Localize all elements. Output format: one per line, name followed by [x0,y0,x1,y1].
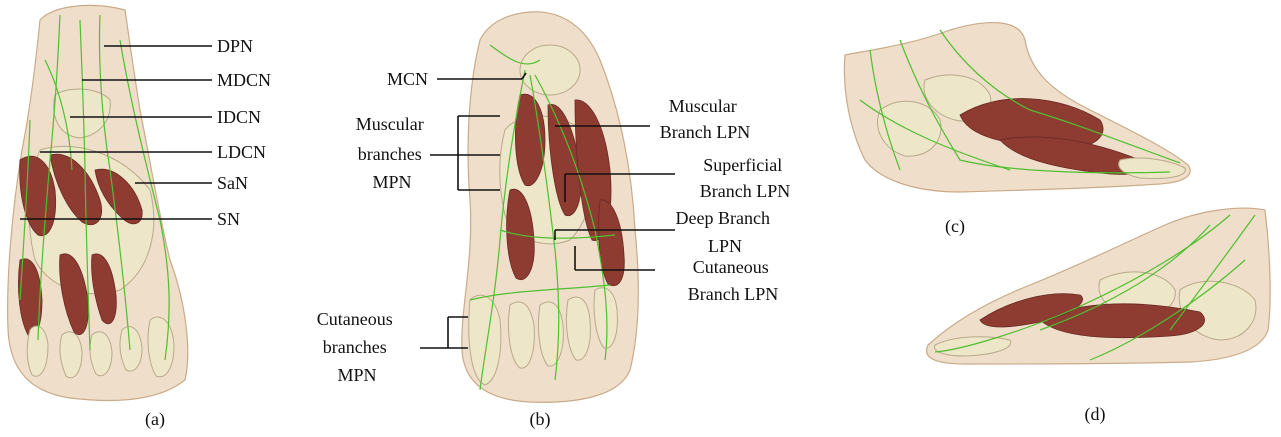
label-ldcn: LDCN [217,142,266,162]
label-sn: SN [217,209,240,229]
foot-illustration-c [844,23,1190,192]
caption-a: (a) [145,409,165,430]
foot-illustration-a [8,5,188,400]
label-idcn: IDCN [217,107,261,127]
panel-d: (d) [927,208,1271,425]
label-muscular-branches-mpn: Muscular branches MPN [356,114,428,192]
label-dpn: DPN [217,36,253,56]
foot-illustration-d [927,208,1271,364]
label-mcn: MCN [387,69,428,89]
caption-b: (b) [530,409,551,430]
caption-c: (c) [945,216,965,237]
label-cutaneous-branches-mpn: Cutaneous branches MPN [317,309,398,385]
panel-a: DPN MDCN IDCN LDCN SaN SN (a) [8,5,271,430]
label-san: SaN [217,173,248,193]
label-cutaneous-branch-lpn: Cutaneous Branch LPN [688,257,778,304]
label-mdcn: MDCN [217,70,271,90]
label-deep-branch-lpn: Deep Branch LPN [676,208,775,256]
panel-c: (c) [844,23,1190,237]
caption-d: (d) [1085,404,1106,425]
label-superficial-branch-lpn: Superficial Branch LPN [700,155,790,201]
panel-b: MCN Muscular branches MPN Muscular Branc… [317,12,790,430]
label-muscular-branch-lpn: Muscular Branch LPN [660,96,750,142]
foot-illustration-b [462,12,638,402]
